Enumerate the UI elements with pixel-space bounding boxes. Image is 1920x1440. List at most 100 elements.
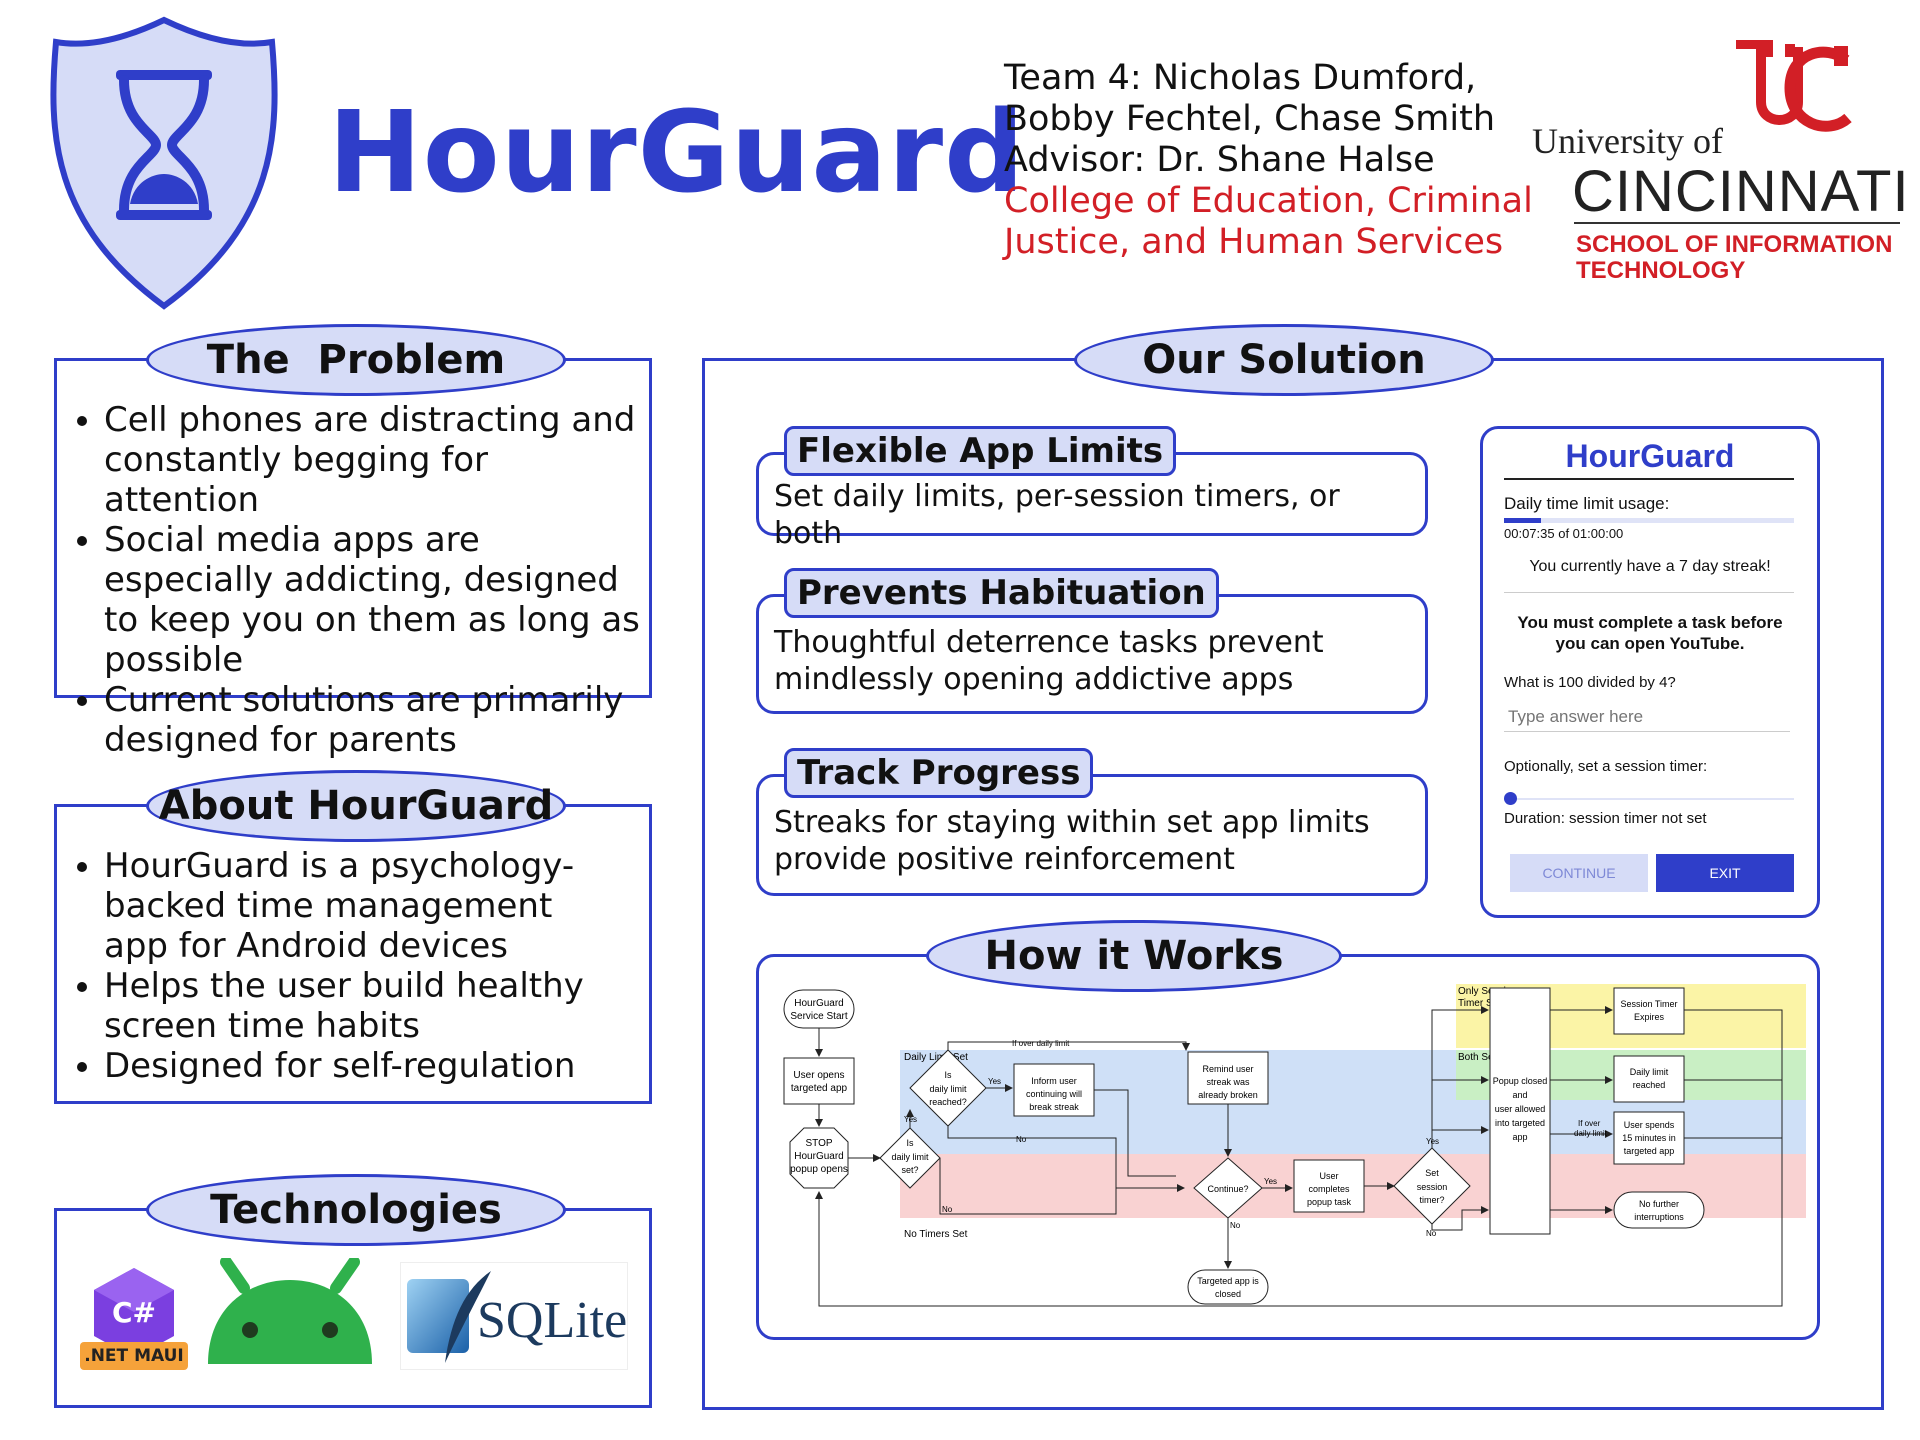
flow-node-text: daily limit [891,1152,929,1162]
about-title: About HourGuard [146,770,566,842]
flow-node-text: STOP [805,1138,832,1149]
about-panel [54,804,652,1104]
flow-label: No [1016,1135,1027,1144]
flow-node-text: Is [906,1138,914,1148]
slider-thumb[interactable] [1504,792,1517,805]
session-timer-slider[interactable] [1504,792,1794,806]
uc-school-line: SCHOOL OF INFORMATION [1576,231,1893,258]
uc-school: SCHOOL OF INFORMATION TECHNOLOGY [1576,232,1892,284]
flow-label: daily limit [1574,1129,1608,1138]
flow-node-text: into targeted [1495,1118,1545,1128]
flow-node-text: Set [1425,1168,1439,1178]
lane-label: No Timers Set [904,1229,968,1240]
flow-node-text: popup opens [790,1164,848,1175]
feature-title: Flexible App Limits [784,426,1177,476]
advisor-line: Advisor: Dr. Shane Halse [1004,140,1435,180]
flow-node-text: interruptions [1634,1212,1684,1222]
sqlite-label: SQLite [477,1292,628,1349]
list-item: HourGuard is a psychology-backed time ma… [104,846,604,966]
uc-logo-mark [1736,40,1852,132]
flow-label: If over [1578,1119,1601,1128]
timer-label: Optionally, set a session timer: [1504,758,1708,775]
flowchart: Daily Limit Set No Timers Set Only Sessi… [783,984,1806,1307]
flow-node-text: timer? [1419,1195,1444,1205]
exit-button[interactable]: EXIT [1656,854,1794,892]
flow-node-text: break streak [1029,1102,1079,1112]
flow-node-text: streak was [1206,1077,1250,1087]
android-icon [208,1258,372,1364]
flow-node-text: user allowed [1495,1104,1546,1114]
flow-label: No [1426,1229,1437,1238]
flow-label: If over daily limit [1012,1039,1070,1048]
duration-text: Duration: session timer not set [1504,810,1707,827]
feature-title: Prevents Habituation [784,568,1219,618]
college-line: Justice, and Human Services [1004,222,1504,262]
lane-label: Timer Set [1458,998,1501,1009]
flow-node-text: Service Start [790,1011,847,1022]
problem-panel [54,358,652,698]
flow-label: No [1230,1221,1241,1230]
flow-node-text: User [1319,1171,1338,1181]
problem-list: Cell phones are distracting and constant… [64,400,644,760]
flow-node-text: Targeted app is [1197,1276,1259,1286]
flow-node-text: targeted app [791,1083,848,1094]
flow-node-text: HourGuard [794,1151,843,1162]
lane-label: Daily Limit Set [904,1052,968,1063]
dotnet-maui-icon: C# .NET MAUI [80,1262,188,1374]
flow-node-text: Remind user [1202,1064,1253,1074]
shield-hourglass-logo [50,16,278,310]
usage-value: 00:07:35 of 01:00:00 [1504,526,1624,541]
flow-node-text: and [1512,1090,1527,1100]
flow-node-text: Session Timer [1620,999,1677,1009]
feature-title: Track Progress [784,748,1094,798]
flow-node-text: Expires [1634,1012,1665,1022]
task-line: You must complete a task before [1517,613,1783,632]
feature-body: Set daily limits, per-session timers, or… [774,479,1340,551]
feature-body: Thoughtful deterrence tasks prevent mind… [774,625,1324,697]
solution-title: Our Solution [1074,324,1494,396]
problem-title: The Problem [146,324,566,396]
uc-divider [1574,222,1900,224]
maui-label: .NET MAUI [80,1342,188,1370]
flow-node-text: reached? [929,1097,967,1107]
flow-node-text: daily limit [929,1084,967,1094]
college-line: College of Education, Criminal [1004,181,1533,221]
flow-node-text: Continue? [1207,1184,1248,1194]
flow-label: Yes [904,1115,917,1124]
flow-node-text: popup task [1307,1197,1352,1207]
team-line: Bobby Fechtel, Chase Smith [1004,99,1496,139]
usage-label: Daily time limit usage: [1504,494,1670,513]
lane-label: Only Session [1458,986,1517,997]
uc-cincinnati: CINCINNATI [1572,159,1910,224]
flow-label: Yes [1264,1177,1277,1186]
phone-title: HourGuard [1565,438,1735,474]
flow-node-text: Inform user [1031,1076,1077,1086]
app-title: HourGuard [328,88,1026,218]
flow-node-text: 15 minutes in [1622,1133,1676,1143]
flow-node-text: app [1512,1132,1527,1142]
flow-node-text: set? [901,1165,918,1175]
phone-mockup [1480,426,1820,918]
continue-button[interactable]: CONTINUE [1510,854,1648,892]
flow-node-text: HourGuard [794,998,843,1009]
answer-input[interactable] [1504,702,1790,732]
flow-label: No [942,1205,953,1214]
team-info: Team 4: Nicholas Dumford, Bobby Fechtel,… [1004,58,1533,263]
uc-school-line: TECHNOLOGY [1576,257,1746,284]
sqlite-icon: SQLite [400,1262,628,1370]
flow-label: Yes [988,1077,1001,1086]
lane-label: Both Set [1458,1052,1497,1063]
team-line: Team 4: Nicholas Dumford, [1004,58,1477,98]
csharp-label: C# [111,1296,156,1329]
flow-node-text: targeted app [1624,1146,1675,1156]
question-text: What is 100 divided by 4? [1504,674,1676,691]
flow-node-text: already broken [1198,1090,1258,1100]
phone-divider [1504,478,1794,480]
slider-track [1504,798,1794,800]
list-item: Designed for self-regulation [104,1046,604,1086]
list-item: Cell phones are distracting and constant… [104,400,644,520]
flow-node-text: User opens [793,1070,844,1081]
about-list: HourGuard is a psychology-backed time ma… [64,846,604,1086]
flow-label: Yes [1426,1137,1439,1146]
feature-body: Streaks for staying within set app limit… [774,805,1370,877]
